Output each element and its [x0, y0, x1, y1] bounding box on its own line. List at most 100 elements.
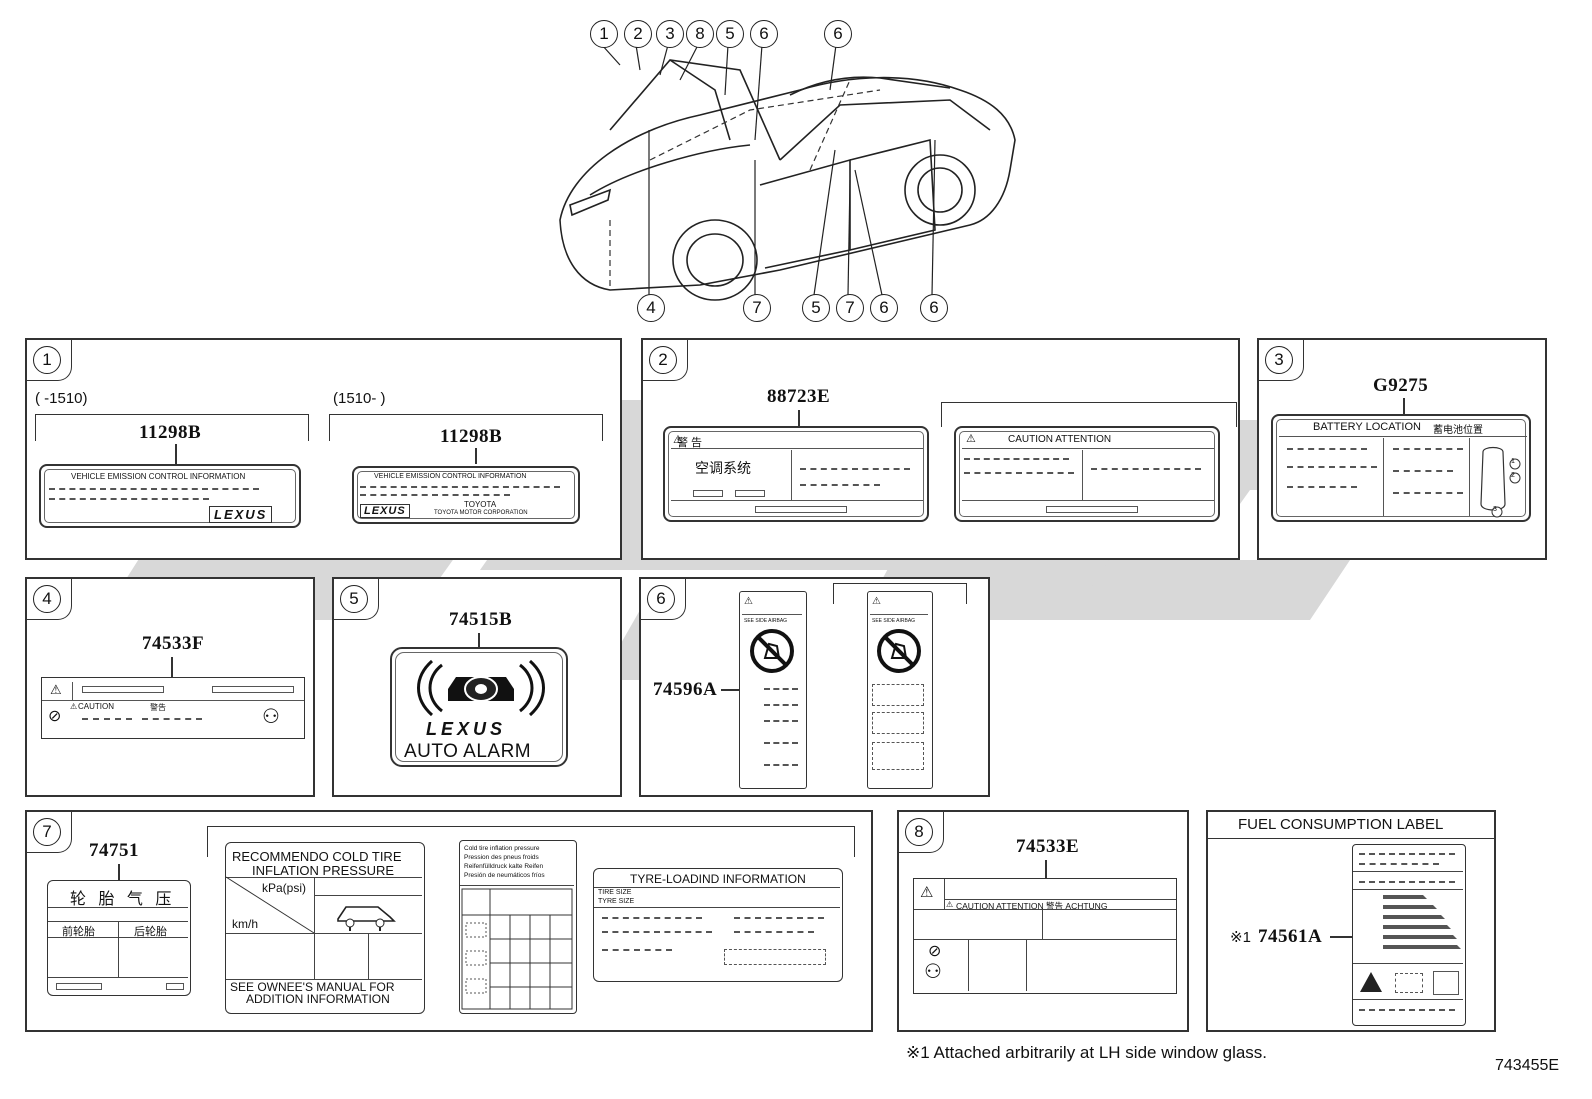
battery-location-label: BATTERY LOCATION 蓄电池位置 1 2 3: [1271, 414, 1531, 522]
panel-1: 1 ( -1510) (1510- ) 11298B 11298B VEHICL…: [25, 338, 622, 560]
see-side-airbag: SEE SIDE AIRBAG: [872, 618, 916, 624]
panel-number: 8: [905, 818, 933, 846]
fuel-consumption-panel: FUEL CONSUMPTION LABEL ※1 74561A: [1206, 810, 1496, 1032]
panel-tab: [1259, 340, 1304, 381]
lexus-logo: LEXUS: [209, 506, 273, 523]
front-tire-cn: 前轮胎: [62, 926, 95, 938]
rec-title-2: INFLATION PRESSURE: [252, 863, 395, 878]
panel-number: 1: [33, 346, 61, 374]
panel-7: 7 74751 轮 胎 气 压 前轮胎 后轮胎 RECOMMENDO COLD …: [25, 810, 873, 1032]
cold-tire-label: Cold tire inflation pressure Pression de…: [459, 840, 577, 1014]
bracket: [941, 402, 1237, 427]
panel-6: 6 74596A ⚠ SEE SIDE AIRBAG ⚠ SEE SIDE AI…: [639, 577, 990, 797]
battery-title-cn: 蓄电池位置: [1433, 425, 1483, 436]
callout-7: 7: [743, 294, 771, 322]
fuel-title: FUEL CONSUMPTION LABEL: [1238, 816, 1444, 833]
no-child-seat-icon: [750, 629, 794, 673]
toyota-corp-text: TOYOTA MOTOR CORPORATION: [434, 510, 528, 516]
callout-8: 8: [686, 20, 714, 48]
car-side-icon: [337, 906, 396, 931]
see-owner-manual-2: ADDITION INFORMATION: [246, 992, 390, 1006]
bracket-left: [35, 414, 309, 441]
kpa-label: kPa(psi): [262, 881, 307, 895]
warning-triangle-icon: ⚠: [872, 596, 881, 607]
diagram-id: 743455E: [1495, 1057, 1560, 1074]
panel-tab: [641, 579, 686, 620]
bracket: [833, 583, 967, 604]
warning-triangle-icon: ⚠: [50, 682, 62, 697]
emission-label-right: VEHICLE EMISSION CONTROL INFORMATION LEX…: [352, 466, 580, 524]
panel-tab: [27, 812, 72, 853]
aircon-label-cn: 警 告 ⚠ 空调系统: [663, 426, 929, 522]
no-fire-icon: ⊘: [928, 943, 942, 960]
panel-number: 3: [1265, 346, 1293, 374]
auto-alarm-sticker: LEXUS AUTO ALARM: [390, 647, 568, 767]
auto-alarm-text: AUTO ALARM: [404, 741, 532, 762]
callout-4: 4: [637, 294, 665, 322]
warning-cn: 警 告: [677, 437, 703, 449]
marker-2: 2: [1511, 472, 1515, 479]
bracket-right: [329, 414, 603, 441]
car-alarm-icon: [417, 659, 545, 717]
see-owner-manual-1: SEE OWNEE'S MANUAL FOR: [230, 980, 395, 994]
lexus-logo: LEXUS: [426, 719, 507, 739]
callout-6: 6: [750, 20, 778, 48]
panel-tab: [643, 340, 688, 381]
caution-label: ⚠ ⚠ CAUTION ATTENTION 警告 ACHTUNG ⊘ ⚇: [913, 878, 1177, 994]
callout-6c: 6: [870, 294, 898, 322]
part-number: 74596A: [653, 679, 718, 700]
tire-pressure-label-cn: 轮 胎 气 压 前轮胎 后轮胎: [47, 880, 191, 996]
tyre-size-label: TIRE SIZE: [598, 889, 632, 896]
emission-label-left: VEHICLE EMISSION CONTROL INFORMATION LEX…: [39, 464, 301, 528]
cold-tire-es: Presión de neumáticos fríos: [464, 872, 545, 879]
leader-line: [475, 448, 477, 464]
part-number: G9275: [1373, 375, 1429, 396]
panel-number: 4: [33, 585, 61, 613]
part-number: 74515B: [449, 609, 513, 630]
panel-tab: [27, 340, 72, 381]
warning-triangle-icon: ⚠: [946, 900, 954, 909]
person-icon: ⚇: [262, 706, 280, 728]
warning-triangle-icon: ⚠: [70, 702, 78, 711]
part-number: 74533F: [142, 633, 205, 654]
toyota-text: TOYOTA: [464, 500, 497, 509]
leader-line: [175, 444, 177, 464]
callout-6d: 6: [920, 294, 948, 322]
no-child-seat-icon: [877, 629, 921, 673]
warning-triangle-icon: ⚠: [966, 433, 976, 445]
aircon-cn: 空调系统: [695, 460, 751, 476]
part-number: 88723E: [767, 386, 831, 407]
caution-label: ⚠ CAUTION ⚠ 警告 ⊘ ⚇: [41, 677, 305, 739]
panel-3: 3 G9275 BATTERY LOCATION 蓄电池位置 1 2 3: [1257, 338, 1547, 560]
marker-3: 3: [1493, 506, 1497, 513]
range-left: ( -1510): [35, 390, 88, 407]
car-top-view-icon: [1480, 446, 1521, 518]
part-number: 74561A: [1258, 926, 1323, 947]
cold-tire-de: Reifenfülldruck kalte Reifen: [464, 863, 544, 870]
rec-title-1: RECOMMENDO COLD TIRE: [232, 849, 402, 864]
caution-text: CAUTION: [78, 702, 114, 711]
part-number-left: 11298B: [139, 422, 202, 443]
callout-2: 2: [624, 20, 652, 48]
panel-4: 4 74533F ⚠ CAUTION ⚠ 警告 ⊘ ⚇: [25, 577, 315, 797]
panel-5: 5 74515B LEXUS AUTO ALARM: [332, 577, 622, 797]
panel-number: 6: [647, 585, 675, 613]
callout-1: 1: [590, 20, 618, 48]
tyre-loading-label: TYRE-LOADIND INFORMATION TIRE SIZE TYRE …: [593, 868, 843, 982]
panel-number: 7: [33, 818, 61, 846]
tire-pressure-cn-title: 轮 胎 气 压: [70, 891, 176, 908]
lexus-logo: LEXUS: [360, 504, 410, 518]
no-fire-icon: ⊘: [48, 708, 62, 725]
callout-5b: 5: [802, 294, 830, 322]
panel-number: 5: [340, 585, 368, 613]
warning-triangle-icon: ⚠: [744, 596, 753, 607]
battery-title: BATTERY LOCATION: [1313, 421, 1421, 433]
airbag-label-left: ⚠ SEE SIDE AIRBAG: [739, 591, 807, 789]
callout-5: 5: [716, 20, 744, 48]
callout-7b: 7: [836, 294, 864, 322]
kmh-label: km/h: [232, 917, 259, 931]
footnote: ※1 Attached arbitrarily at LH side windo…: [906, 1043, 1268, 1062]
cold-tire-en: Cold tire inflation pressure: [464, 845, 540, 852]
part-number: 74533E: [1016, 836, 1080, 857]
part-number-right: 11298B: [440, 426, 503, 447]
